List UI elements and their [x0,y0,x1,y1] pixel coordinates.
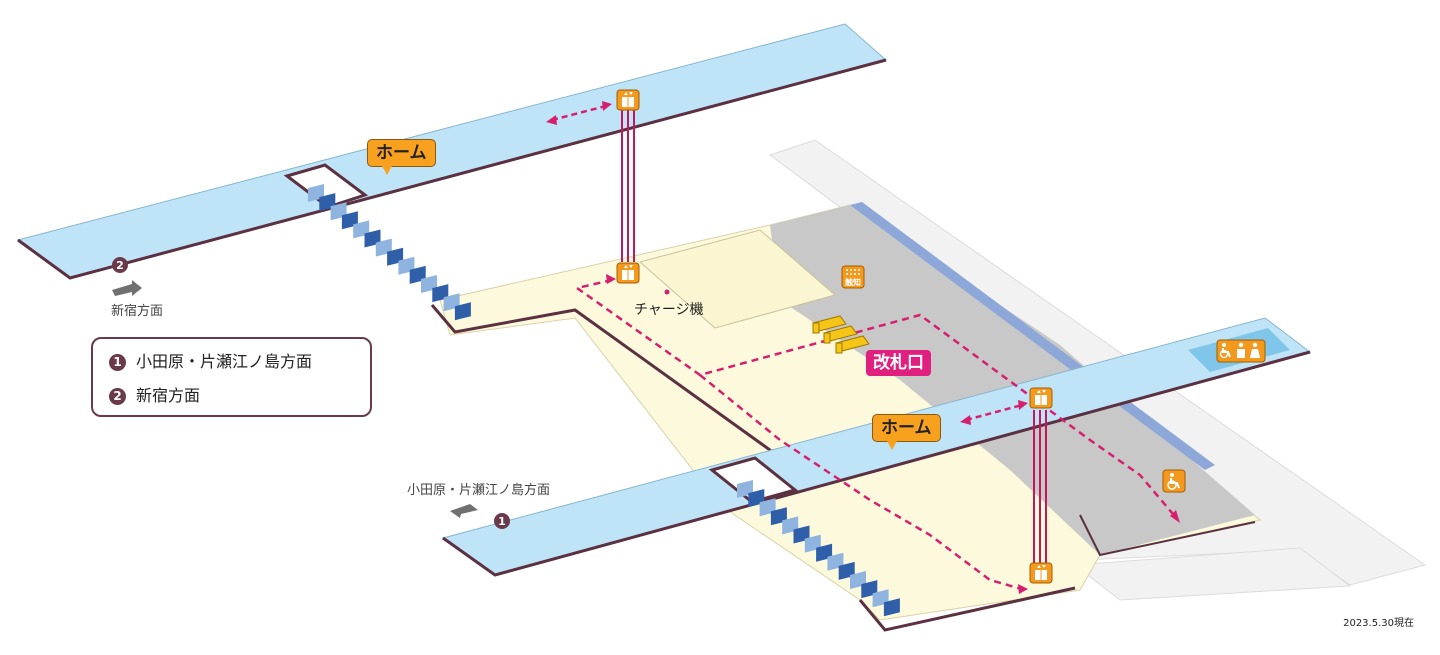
concourse-edge-b [858,586,1076,632]
elevator-icon [1029,387,1053,409]
direction-arrow-odawara [450,504,478,518]
stair-step [883,598,900,617]
as-of-date: 2023.5.30現在 [1343,618,1414,629]
platform-bottom-edge [442,350,1311,577]
elevator-icon [616,262,640,284]
concourse-edge-c [1079,514,1256,557]
legend-text-2: 新宿方面 [136,386,201,405]
legend-number-1: 1 [109,354,126,371]
stair-step [454,302,471,321]
charge-machine-room [638,229,837,329]
elevator-shaft-bottom [1033,410,1047,568]
legend-item-1: 1 小田原・片瀬江ノ島方面 [109,348,312,372]
direction-label-shinjuku: 新宿方面 [111,304,164,319]
multipurpose-toilet-icon [1216,339,1266,363]
legend-number-2: 2 [109,388,126,405]
legend-item-2: 2 新宿方面 [109,382,200,406]
direction-number-2: 2 [112,257,128,273]
charge-machine-label: チャージ機 [634,302,704,318]
svg-text:1: 1 [498,515,506,528]
legend-text-1: 小田原・片瀬江ノ島方面 [136,352,313,371]
stairs-bottom [737,480,900,617]
platform-top-label: ホーム [367,139,436,175]
tactile-map-icon: 触知 [841,265,865,289]
elevator-icon [616,89,640,111]
ticket-gate-machines [812,315,870,354]
paid-area [770,205,1255,555]
svg-text:2: 2 [116,259,124,272]
direction-arrow-shinjuku [112,280,142,296]
route-arrowheads [606,274,1180,594]
outer-plaza-bottom [1073,547,1352,601]
accessible-route [573,278,1179,592]
wheelchair-icon [1162,469,1186,493]
stairs-top [308,184,471,321]
ticket-gate-label: 改札口 [866,350,931,376]
elevator-icon [1029,562,1053,584]
legend: 1 小田原・片瀬江ノ島方面 2 新宿方面 [91,337,372,417]
svg-text:触知: 触知 [845,277,861,287]
direction-number-1: 1 [494,513,510,529]
direction-label-odawara: 小田原・片瀬江ノ島方面 [407,483,551,498]
elevator-shaft-top [621,108,635,262]
arrowheads [546,101,1028,425]
platform-top-edge [17,58,887,280]
platform-bottom-label: ホーム [872,414,941,450]
charge-machine-marker [664,289,670,295]
